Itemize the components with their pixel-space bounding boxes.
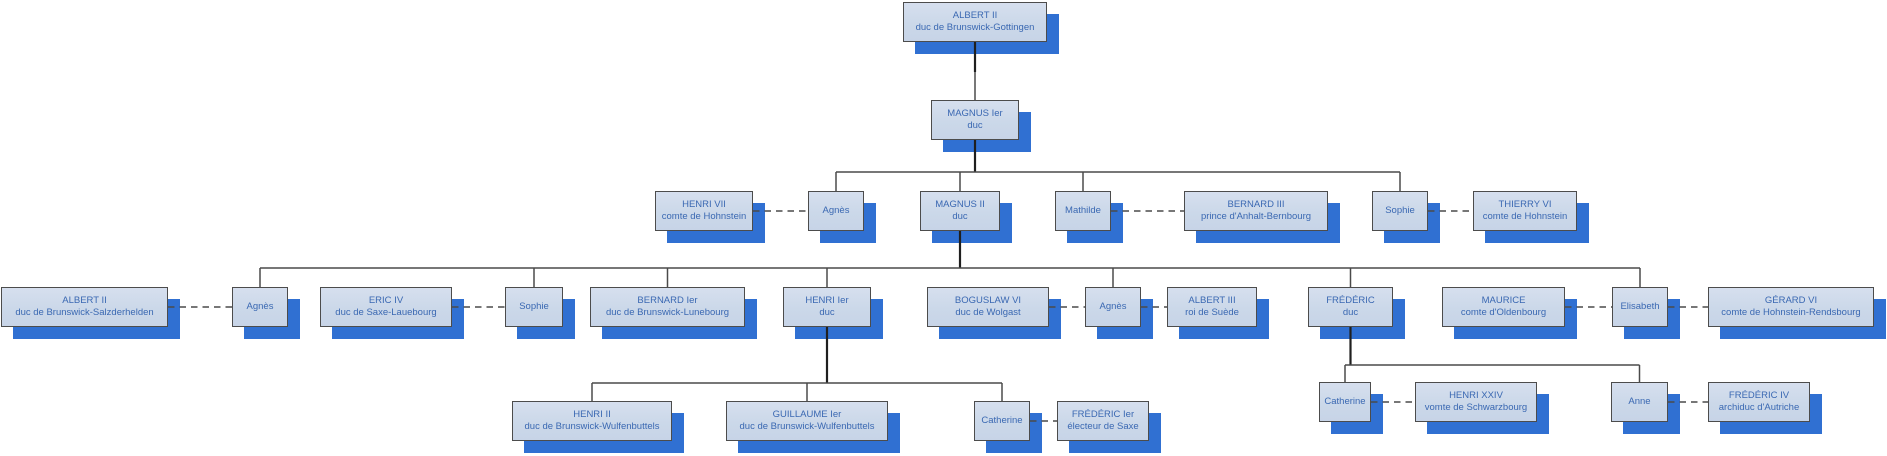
person-title: comte de Hohnstein <box>661 211 747 222</box>
person-name: ERIC IV <box>368 295 404 306</box>
person-name: Catherine <box>1324 396 1366 407</box>
person-title: prince d'Anhalt-Bernbourg <box>1200 211 1312 222</box>
person-title: archiduc d'Autriche <box>1718 402 1800 413</box>
person-name: Catherine <box>981 415 1023 426</box>
person-title: duc <box>967 120 983 131</box>
person-title: comte d'Oldenbourg <box>1460 307 1547 318</box>
person-title: électeur de Saxe <box>1067 421 1139 432</box>
person-title: vomte de Schwarzbourg <box>1424 402 1528 413</box>
person-title: comte de Hohnstein-Rendsbourg <box>1721 307 1861 318</box>
person-name: THIERRY VI <box>1498 199 1552 210</box>
person-name: FRÉDÉRIC Ier <box>1071 409 1135 420</box>
person-title: duc <box>1342 307 1359 318</box>
person-name: HENRI VII <box>682 199 726 210</box>
person-title: duc de Brunswick-Wulfenbuttels <box>739 421 875 432</box>
person-name: Elisabeth <box>1620 301 1660 312</box>
tree-node-agnes-3[interactable]: Agnès <box>1085 287 1141 327</box>
person-name: ALBERT II <box>952 10 998 21</box>
person-name: GUILLAUME Ier <box>772 409 842 420</box>
person-title: duc <box>952 211 968 222</box>
person-title: duc de Saxe-Lauebourg <box>335 307 437 318</box>
person-name: MAGNUS II <box>935 199 985 210</box>
person-title: duc de Brunswick-Wulfenbuttels <box>524 421 660 432</box>
person-name: BOGUSLAW VI <box>954 295 1022 306</box>
tree-node-catherine-1[interactable]: Catherine <box>974 401 1030 441</box>
tree-node-sophie-2[interactable]: Sophie <box>505 287 563 327</box>
tree-node-elisabeth[interactable]: Elisabeth <box>1612 287 1668 327</box>
person-name: GÉRARD VI <box>1764 295 1818 306</box>
person-title: duc de Brunswick-Lunebourg <box>605 307 730 318</box>
tree-node-agnes-1[interactable]: Agnès <box>808 191 864 231</box>
tree-node-catherine-2[interactable]: Catherine <box>1319 382 1371 422</box>
person-name: MAGNUS Ier <box>947 108 1003 119</box>
person-title: roi de Suède <box>1185 307 1239 318</box>
person-name: Agnès <box>1099 301 1127 312</box>
person-name: Agnès <box>822 205 850 216</box>
tree-node-sophie-1[interactable]: Sophie <box>1372 191 1428 231</box>
tree-node-mathilde[interactable]: Mathilde <box>1055 191 1111 231</box>
person-name: Anne <box>1628 396 1651 407</box>
person-name: FRÉDÉRIC <box>1326 295 1375 306</box>
person-name: HENRI II <box>573 409 611 420</box>
person-name: HENRI XXIV <box>1449 390 1503 401</box>
tree-node-agnes-2[interactable]: Agnès <box>232 287 288 327</box>
person-name: MAURICE <box>1481 295 1526 306</box>
person-name: Agnès <box>246 301 274 312</box>
person-title: comte de Hohnstein <box>1482 211 1568 222</box>
person-title: duc de Brunswick-Salzderhelden <box>15 307 154 318</box>
person-name: FRÉDÉRIC IV <box>1728 390 1790 401</box>
person-title: duc <box>819 307 835 318</box>
person-name: Sophie <box>1385 205 1415 216</box>
person-name: BERNARD III <box>1227 199 1285 210</box>
person-name: Mathilde <box>1065 205 1101 216</box>
person-name: BERNARD Ier <box>637 295 698 306</box>
person-title: duc de Wolgast <box>955 307 1021 318</box>
person-name: Sophie <box>519 301 549 312</box>
person-name: ALBERT III <box>1188 295 1236 306</box>
person-name: HENRI Ier <box>805 295 849 306</box>
person-name: ALBERT II <box>62 295 107 306</box>
tree-node-anne[interactable]: Anne <box>1611 382 1668 422</box>
person-title: duc de Brunswick-Gottingen <box>915 22 1035 33</box>
